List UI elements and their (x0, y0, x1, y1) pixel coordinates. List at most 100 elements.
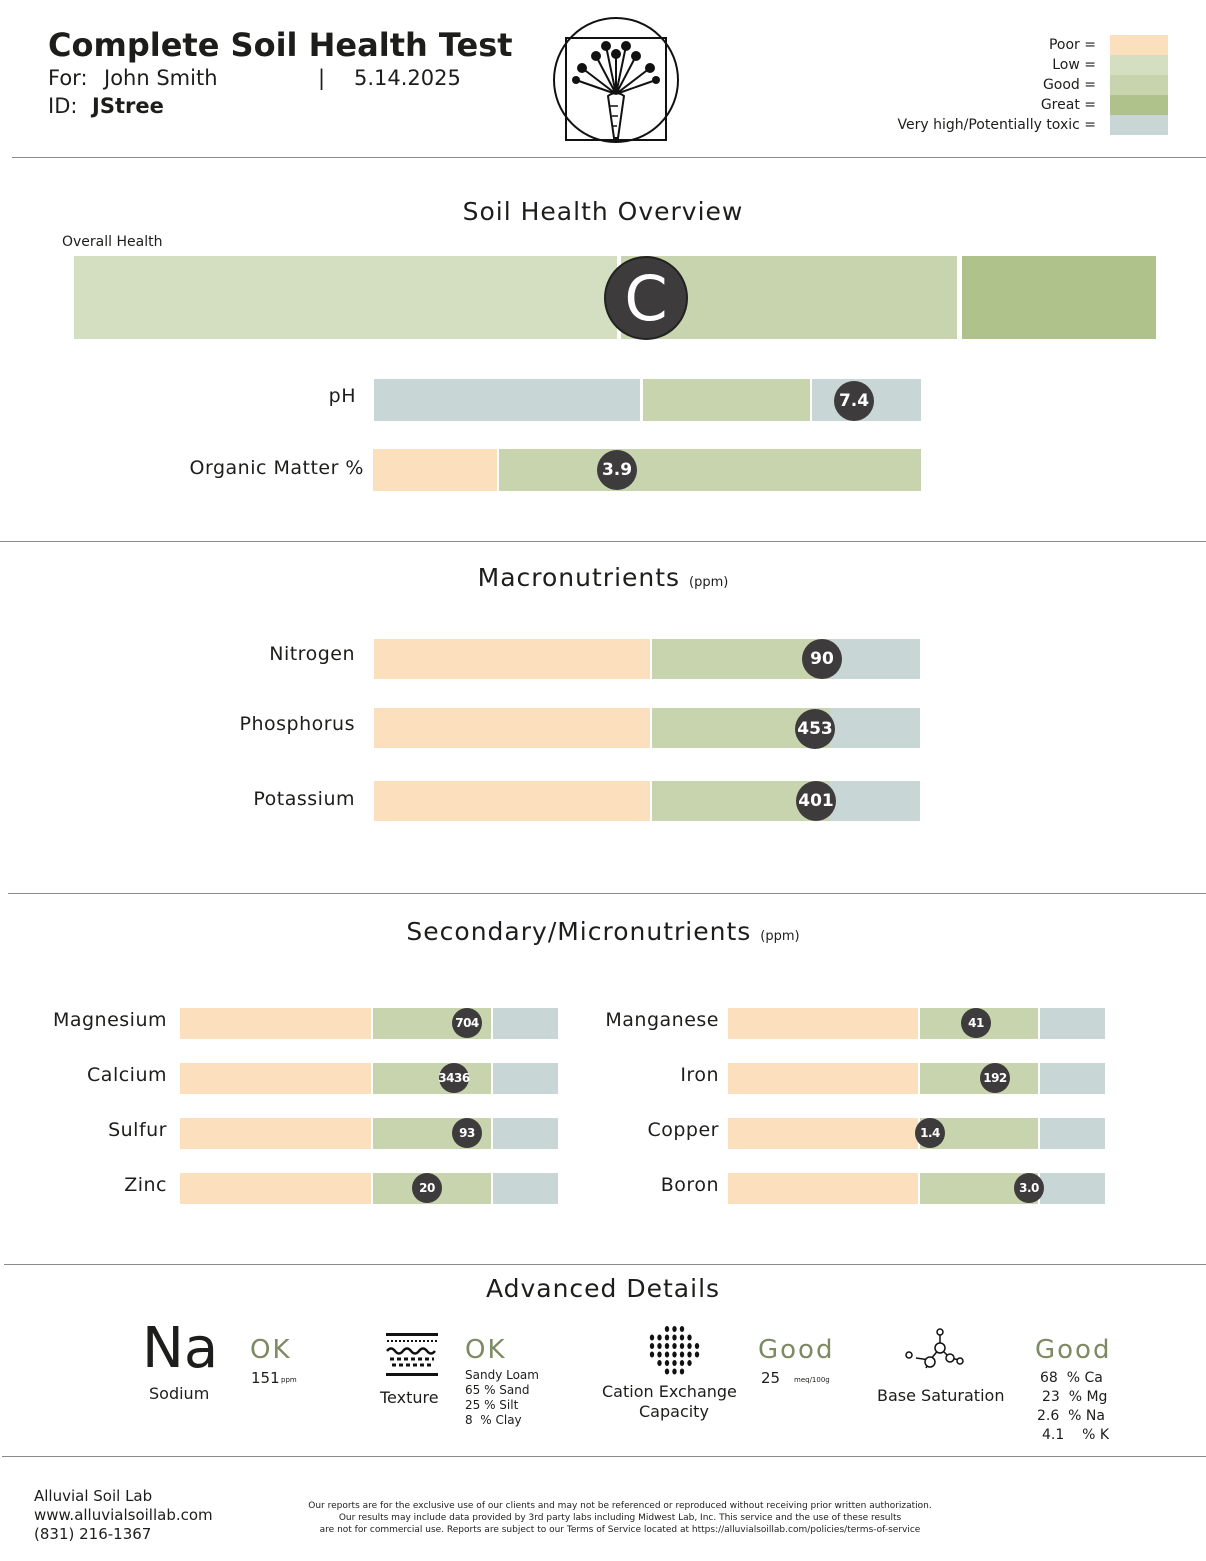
nutrient-value-marker: 192 (980, 1063, 1010, 1093)
cec-dot (657, 1343, 662, 1349)
disclaimer-line: are not for commercial use. Reports are … (319, 1525, 921, 1535)
nutrient-label: Copper (647, 1119, 719, 1141)
base-saturation-molecule-icon (905, 1328, 964, 1369)
bar-segment-very-high (1040, 1008, 1105, 1039)
base-saturation-k: 4.1 % K (1042, 1427, 1109, 1443)
cec-dot (664, 1360, 670, 1366)
potassium-value-marker: 401 (796, 781, 836, 821)
id-label: ID: (48, 94, 78, 118)
nutrient-label: Iron (680, 1064, 719, 1086)
nitrogen-value-marker: 90 (802, 639, 842, 679)
bar-segment-poor (374, 639, 650, 679)
cec-dot (664, 1343, 670, 1349)
cec-dot (649, 1351, 655, 1358)
bar-segment-good (499, 449, 921, 491)
base-saturation-status: Good (1035, 1335, 1112, 1365)
cec-dot (672, 1326, 677, 1332)
nutrient-label: Manganese (605, 1009, 719, 1031)
cec-dot (672, 1351, 677, 1358)
cec-dot (672, 1360, 677, 1366)
macronutrients-unit: (ppm) (689, 575, 729, 590)
bar-segment-very-high (493, 1008, 558, 1039)
sodium-status: OK (250, 1335, 292, 1365)
secondary-unit: (ppm) (760, 929, 800, 944)
phosphorus-value-marker: 453 (795, 709, 835, 749)
cec-dot (649, 1334, 655, 1341)
bar-segment-poor (728, 1173, 918, 1204)
texture-clay: 8 % Clay (465, 1413, 522, 1427)
advanced-title: Advanced Details (485, 1274, 721, 1303)
cec-dot (657, 1360, 662, 1366)
legend-label-poor: Poor = (1048, 37, 1096, 53)
organic-matter-value-marker: 3.9 (597, 450, 637, 490)
bar-segment-poor (180, 1173, 371, 1204)
bar-segment-good (643, 379, 810, 421)
legend-swatch-low (1110, 55, 1168, 75)
macronutrients-title-text: Macronutrients (477, 563, 681, 592)
divider (2, 1456, 1206, 1457)
cec-dot (672, 1343, 677, 1349)
id-value: JStree (92, 94, 164, 118)
cec-dot (664, 1351, 670, 1358)
texture-icon (386, 1333, 438, 1376)
texture-status: OK (465, 1335, 507, 1365)
cec-label-line2: Capacity (639, 1402, 709, 1421)
legend-label-low: Low = (1052, 57, 1096, 73)
bar-segment-very-high (374, 379, 640, 421)
cec-status: Good (758, 1335, 835, 1365)
cec-dot (679, 1343, 685, 1349)
cec-dot (672, 1334, 677, 1341)
overall-grade-marker: C (604, 256, 688, 340)
cec-dot (679, 1334, 685, 1341)
base-saturation-ca: 68 % Ca (1040, 1370, 1103, 1386)
cec-dot (687, 1334, 692, 1341)
texture-sand: 65 % Sand (465, 1383, 530, 1397)
bar-segment-poor (728, 1063, 918, 1094)
bar-segment-poor (180, 1008, 371, 1039)
phosphorus-label: Phosphorus (239, 713, 355, 735)
cec-value: 25 (761, 1369, 781, 1387)
for-label: For: (48, 66, 88, 90)
bar-segment-poor (180, 1063, 371, 1094)
base-saturation-na: 2.6 % Na (1037, 1408, 1105, 1424)
divider (4, 1264, 1206, 1265)
nutrient-label: Zinc (124, 1174, 167, 1196)
bar-segment-very-high (493, 1118, 558, 1149)
cec-dot (694, 1343, 700, 1349)
cec-dot (664, 1326, 670, 1332)
cation-exchange-icon (649, 1326, 700, 1375)
bar-segment-poor (374, 781, 650, 821)
macronutrients-title: Macronutrients (ppm) (0, 563, 1206, 592)
lab-website[interactable]: www.alluvialsoillab.com (34, 1506, 213, 1524)
nutrient-label: Boron (660, 1174, 719, 1196)
divider (8, 893, 1206, 894)
texture-label: Texture (380, 1388, 439, 1407)
nutrient-value-marker: 1.4 (915, 1118, 945, 1148)
legend-label-great: Great = (1040, 97, 1096, 113)
sodium-symbol: Na (142, 1316, 219, 1381)
secondary-title: Secondary/Micronutrients (ppm) (0, 917, 1206, 946)
bar-segment-very-high (493, 1063, 558, 1094)
report-date: 5.14.2025 (354, 66, 461, 90)
cec-unit: meq/100g (794, 1376, 830, 1384)
cec-dot (664, 1334, 670, 1341)
potassium-label: Potassium (253, 788, 355, 810)
bar-segment-very-high (830, 708, 920, 748)
bar-segment-good (373, 1063, 491, 1094)
lab-name: Alluvial Soil Lab (34, 1487, 153, 1505)
cec-dot (694, 1351, 700, 1358)
cec-dot (657, 1351, 662, 1358)
overview-title: Soil Health Overview (462, 197, 744, 226)
ph-value-marker: 7.4 (834, 381, 874, 421)
divider (0, 541, 1206, 542)
bar-segment-very-high (1040, 1063, 1105, 1094)
bar-segment-low (74, 256, 617, 339)
bar-segment-poor (728, 1118, 918, 1149)
sodium-label: Sodium (149, 1384, 210, 1403)
legend-label-very-high: Very high/Potentially toxic = (897, 117, 1096, 133)
secondary-title-text: Secondary/Micronutrients (406, 917, 752, 946)
nitrogen-label: Nitrogen (269, 643, 355, 665)
sodium-unit: ppm (281, 1376, 297, 1384)
bar-segment-great (962, 256, 1156, 339)
bar-segment-poor (373, 449, 497, 491)
